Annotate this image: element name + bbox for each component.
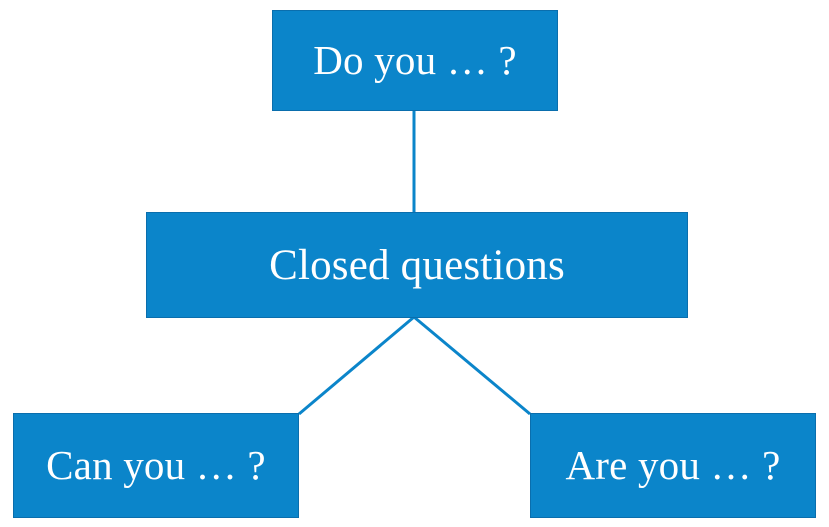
node-are-you-label: Are you … ? [565, 442, 781, 488]
node-can-you[interactable]: Can you … ? [13, 413, 299, 518]
node-do-you[interactable]: Do you … ? [272, 10, 558, 111]
node-closed-questions-label: Closed questions [269, 241, 565, 289]
node-closed-questions[interactable]: Closed questions [146, 212, 688, 318]
node-can-you-label: Can you … ? [46, 442, 266, 488]
connector-middle-to-bottom-left [298, 315, 415, 416]
node-are-you[interactable]: Are you … ? [530, 413, 816, 518]
connector-middle-to-bottom-right [413, 315, 531, 416]
node-do-you-label: Do you … ? [313, 37, 517, 83]
